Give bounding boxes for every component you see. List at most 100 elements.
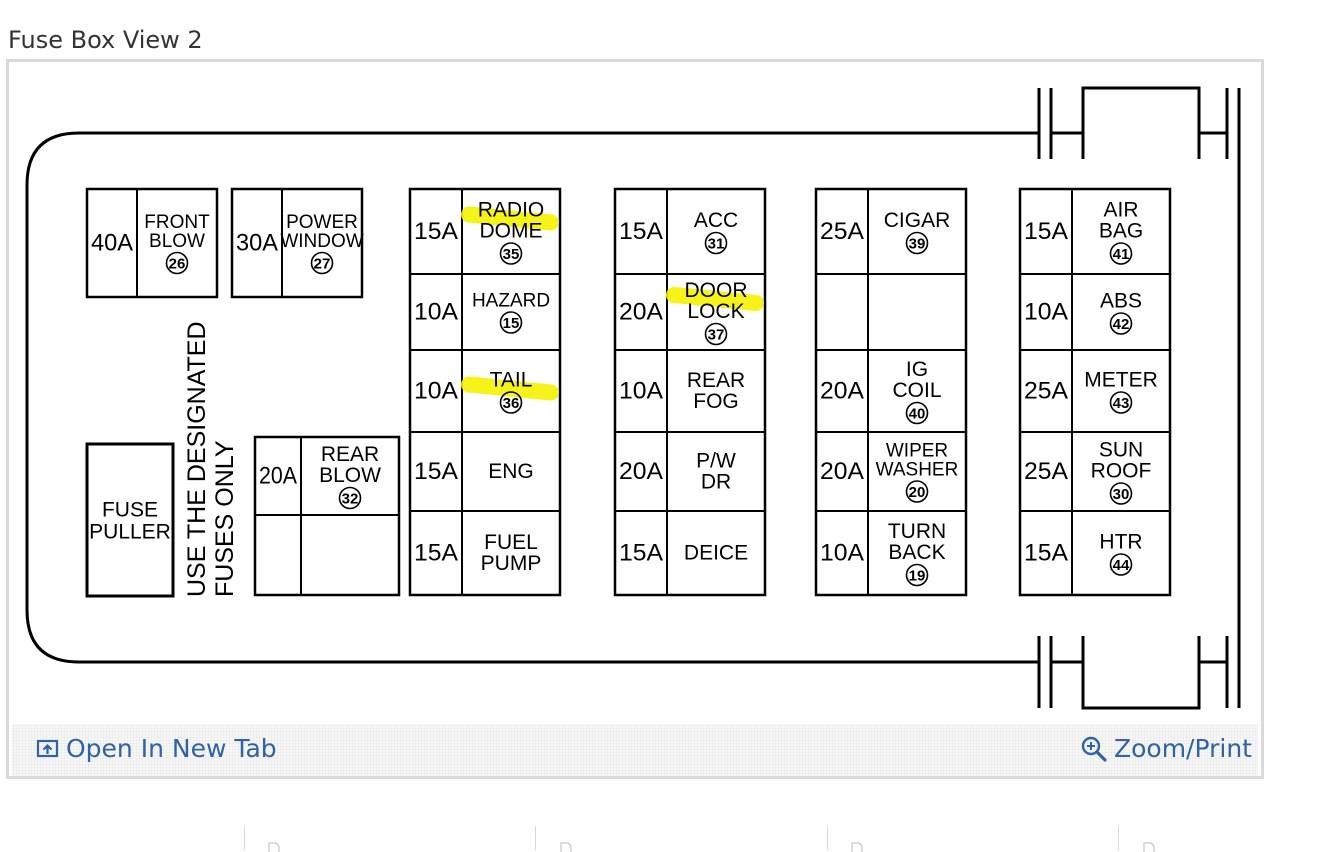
fuse-number-circle	[499, 242, 523, 265]
fuse-label: ENG	[488, 460, 534, 483]
fuse-label: BLOW	[319, 464, 381, 487]
fuse-label: LOCK	[687, 300, 744, 323]
fuse-amperage: 25A	[1024, 458, 1068, 485]
fuse-label: BLOW	[149, 231, 205, 252]
fuse-number: 39	[909, 236, 926, 253]
fuse-amperage: 25A	[1024, 378, 1068, 405]
document-icon	[851, 842, 863, 852]
zoom-in-icon	[1081, 736, 1107, 762]
fuse-amperage: 15A	[619, 540, 663, 567]
fuse-number: 35	[503, 246, 520, 263]
fuse-number: 41	[1113, 246, 1130, 263]
fuse-amperage: 10A	[619, 378, 663, 405]
fuse-label: FUEL	[484, 531, 538, 554]
fuse-number-circle	[905, 231, 929, 255]
fuse-number: 31	[708, 236, 725, 253]
fuse-number-circle	[499, 311, 523, 334]
fuse-column	[1018, 187, 1172, 597]
fuse-label: DOOR	[685, 279, 748, 302]
fuse-amperage: 40A	[91, 230, 133, 257]
fuse-number: 42	[1113, 316, 1130, 333]
fuse-label: FRONT	[144, 212, 210, 233]
fuse-number-circle	[499, 391, 523, 414]
fuse-amperage: 20A	[619, 458, 663, 485]
fuse-label: RADIO	[478, 199, 545, 222]
open-new-tab-icon	[36, 739, 59, 757]
fuse-column	[613, 187, 767, 597]
fuse-label: BAG	[1099, 220, 1143, 243]
fuse-label: PUMP	[481, 552, 542, 575]
fuse-box-diagram: 40AFRONTBLOW2630APOWERWINDOW2720AREARBLO…	[25, 86, 1241, 710]
fuse-label: POWER	[286, 212, 358, 233]
fuse-label: AIR	[1103, 199, 1138, 222]
fuse-amperage: 10A	[820, 540, 864, 567]
fuse-label: ABS	[1100, 290, 1142, 313]
fuse-amperage: 25A	[820, 218, 864, 245]
fuse-label: TURN	[888, 520, 946, 543]
fuse-label: P/W	[696, 450, 736, 473]
fuse-number-circle	[1109, 482, 1133, 505]
fuse-label: WINDOW	[280, 231, 363, 252]
fuse-number: 26	[169, 256, 186, 273]
fuse-amperage: 15A	[414, 458, 458, 485]
side-warning-text: FUSES ONLY	[211, 440, 239, 597]
fuse-amperage: 15A	[414, 540, 458, 567]
fuse-number: 44	[1113, 557, 1130, 574]
fuse-amperage: 20A	[820, 378, 864, 405]
fuse-amperage: 20A	[259, 463, 297, 490]
zoom-print-label: Zoom/Print	[1113, 734, 1252, 763]
column-divider	[535, 826, 536, 850]
zoom-print-link[interactable]: Zoom/Print	[1080, 734, 1252, 763]
fuse-number-circle	[1109, 312, 1133, 335]
page-title: Fuse Box View 2	[8, 26, 203, 54]
fuse-amperage: 20A	[619, 299, 663, 326]
fuse-number-circle	[905, 401, 929, 425]
fuse-amperage: 20A	[820, 458, 864, 485]
fuse-number-circle	[704, 231, 728, 255]
fuse-number-circle	[1109, 391, 1133, 414]
fuse-number-circle	[1109, 553, 1133, 576]
fuse-number: 32	[342, 491, 359, 508]
fuse-number-circle	[165, 251, 189, 275]
fuse-label: REAR	[687, 369, 745, 392]
connector-tab-bottom	[1037, 636, 1229, 710]
fuse-amperage: 10A	[414, 299, 458, 326]
column-divider	[827, 826, 828, 850]
fuse-block	[85, 187, 219, 299]
fuse-label: DR	[701, 471, 731, 494]
fuse-label: HAZARD	[472, 291, 550, 312]
fuse-amperage: 15A	[1024, 218, 1068, 245]
fuse-label: IG	[906, 358, 928, 381]
fuse-label: WASHER	[876, 460, 959, 481]
document-icon	[1143, 842, 1155, 852]
fuse-block	[230, 187, 364, 299]
connector-tab-top	[1037, 86, 1229, 159]
open-new-tab-label: Open In New Tab	[66, 734, 277, 763]
fuse-column	[408, 187, 562, 597]
fuse-number-circle	[905, 480, 929, 503]
fuse-label: ACC	[694, 209, 738, 232]
fuse-label: ROOF	[1091, 460, 1152, 483]
fuse-label: WIPER	[886, 441, 948, 462]
document-icon	[560, 842, 572, 852]
fuse-number-circle	[704, 322, 728, 346]
side-warning-text: USE THE DESIGNATED	[183, 321, 211, 597]
fuse-label: COIL	[892, 379, 941, 402]
document-icon	[268, 842, 280, 852]
fuse-number: 43	[1113, 395, 1130, 412]
fuse-label: BACK	[888, 541, 945, 564]
fuse-amperage: 10A	[414, 378, 458, 405]
fuse-number: 15	[503, 315, 520, 332]
fuse-number: 36	[503, 395, 520, 412]
open-new-tab-link[interactable]: Open In New Tab	[36, 734, 277, 763]
fuse-puller-label: FUSE	[102, 499, 158, 522]
fuse-number-circle	[338, 486, 362, 510]
fuse-puller-label: PULLER	[89, 521, 171, 544]
fuse-number: 40	[909, 406, 926, 423]
fuse-label: DEICE	[684, 542, 748, 565]
fuse-number: 30	[1113, 486, 1130, 503]
fuse-label: REAR	[321, 443, 379, 466]
housing-outline	[25, 131, 1039, 664]
column-divider	[244, 826, 245, 850]
